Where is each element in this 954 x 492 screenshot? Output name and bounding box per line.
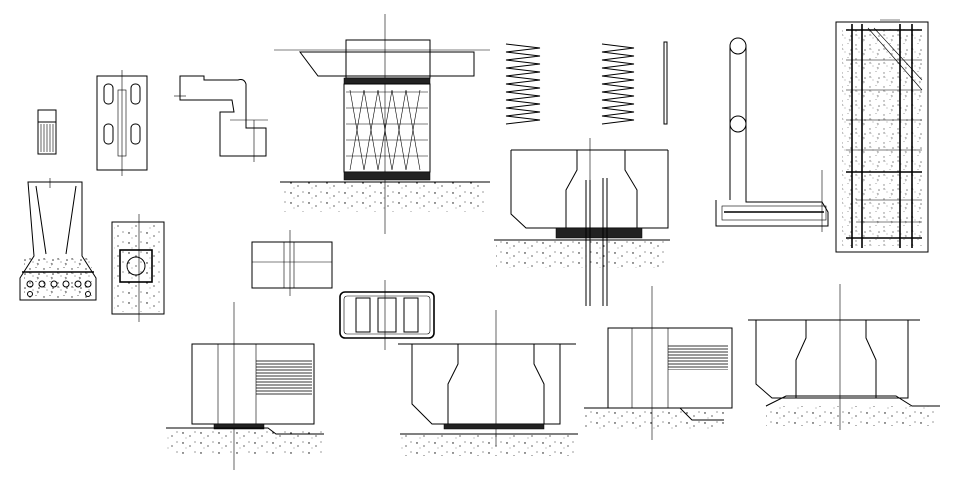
column-rebar-elevation bbox=[715, 37, 829, 232]
anchor-plate-plan bbox=[111, 214, 165, 322]
laminated-bearing bbox=[274, 14, 490, 234]
tapered-footing-section bbox=[19, 178, 97, 301]
bearing-footing-c bbox=[584, 286, 733, 440]
beam-rebar-detail bbox=[835, 19, 929, 253]
tapered-pier-b bbox=[398, 310, 578, 456]
joint-section bbox=[251, 230, 333, 296]
pad-sample bbox=[37, 109, 57, 155]
tapered-pier-d bbox=[748, 284, 940, 430]
steel-plate-slotted bbox=[96, 70, 148, 176]
bearing-footing-a bbox=[166, 302, 324, 470]
box-section bbox=[339, 280, 435, 350]
spring-coil-a bbox=[505, 43, 541, 125]
stepped-beam-seat bbox=[174, 75, 268, 162]
rod bbox=[663, 41, 668, 125]
spring-coil-b bbox=[601, 43, 635, 125]
pier-with-dowels bbox=[494, 138, 670, 306]
